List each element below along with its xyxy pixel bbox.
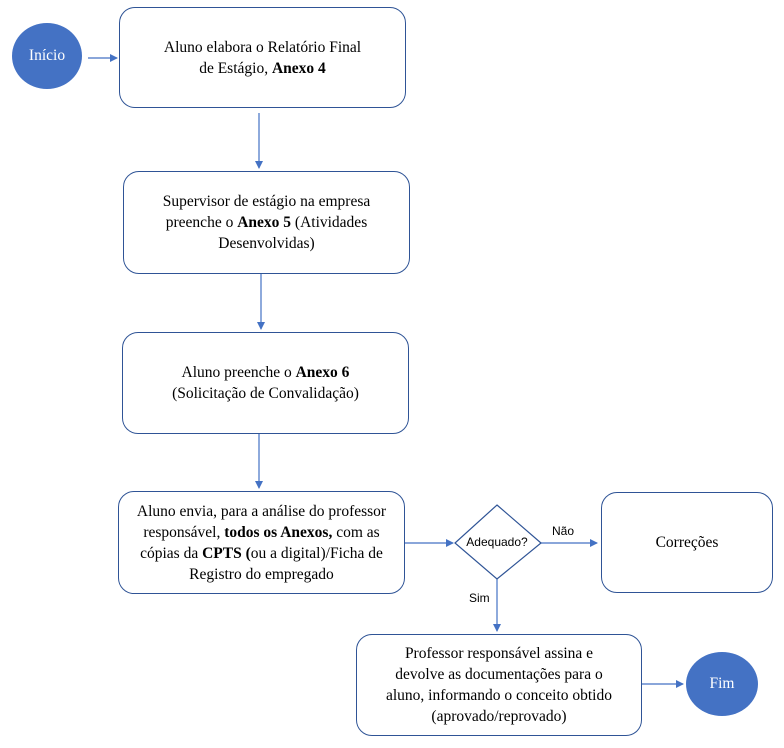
step4-line2a: responsável, — [143, 523, 225, 541]
step-professor-signs: Professor responsável assina e devolve a… — [356, 634, 642, 736]
step4-cpts: CPTS ( — [202, 544, 251, 562]
step5-line4: (aprovado/reprovado) — [431, 708, 567, 725]
step-supervisor: Supervisor de estágio na empresa preench… — [123, 171, 410, 274]
step4-line2b: com as — [332, 523, 380, 541]
step5-line3: aluno, informando o conceito obtido — [386, 687, 612, 704]
yes-label: Sim — [469, 591, 490, 605]
step4-line1: Aluno envia, para a análise do professor — [136, 502, 387, 520]
step1-annex: Anexo 4 — [271, 59, 326, 77]
step3-annex: Anexo 6 — [295, 364, 350, 381]
start-label: Início — [28, 47, 66, 64]
step2-line2a: preenche o — [165, 214, 238, 231]
end-label: Fim — [709, 675, 735, 692]
step2-line1: Supervisor de estágio na empresa — [162, 193, 371, 210]
end-node: Fim — [686, 652, 758, 716]
step3-line1: Aluno preenche o — [181, 364, 296, 381]
step-report: Aluno elabora o Relatório Final de Estág… — [119, 7, 406, 108]
step2-line3: Desenvolvidas) — [218, 235, 315, 252]
step5-line2: devolve as documentações para o — [395, 666, 603, 683]
corrections-label: Correções — [655, 534, 719, 551]
step4-line3a: cópias da — [140, 544, 203, 562]
step2-line2b: (Atividades — [291, 214, 368, 231]
start-node: Início — [12, 23, 82, 89]
no-label: Não — [552, 524, 575, 538]
step2-annex: Anexo 5 — [237, 214, 292, 231]
step3-line2: (Solicitação de Convalidação) — [172, 385, 359, 402]
step4-line4: Registro do empregado — [189, 565, 334, 583]
step4-all-annexes: todos os Anexos, — [224, 523, 333, 541]
step-corrections: Correções — [601, 492, 773, 593]
step1-line1: Aluno elabora o Relatório Final — [163, 38, 362, 56]
step1-line2: de Estágio, — [199, 59, 272, 77]
decision-label: Adequado? — [466, 535, 528, 549]
step5-line1: Professor responsável assina e — [404, 645, 594, 662]
step-send-annexes: Aluno envia, para a análise do professor… — [118, 491, 405, 594]
step-convalidation: Aluno preenche o Anexo 6 (Solicitação de… — [122, 332, 409, 434]
decision-diamond — [454, 504, 542, 580]
step4-line3b: ou a digital)/Ficha de — [250, 544, 383, 562]
